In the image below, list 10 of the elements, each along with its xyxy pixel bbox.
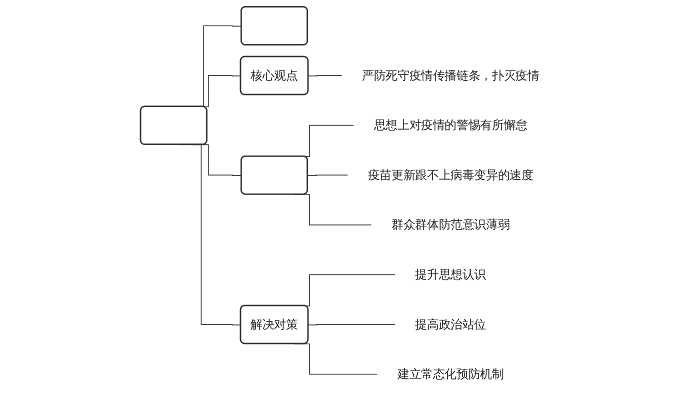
node-text: 思想上对疫情的警惕有所懈怠 <box>374 118 528 132</box>
node-text: 提高政治站位 <box>415 317 486 331</box>
connector <box>308 75 342 76</box>
connector <box>308 324 396 326</box>
node-text: 建立常态化预防机制 <box>397 367 504 381</box>
node-text: 群众群体防范意识薄弱 <box>392 218 510 232</box>
node-text: 严防死守疫情传播链条，扑灭疫情 <box>362 68 540 82</box>
connector <box>307 174 348 176</box>
node-text: 提升思想认识 <box>415 268 486 282</box>
node-text: 疫苗更新跟不上病毒变异的速度 <box>368 168 534 182</box>
